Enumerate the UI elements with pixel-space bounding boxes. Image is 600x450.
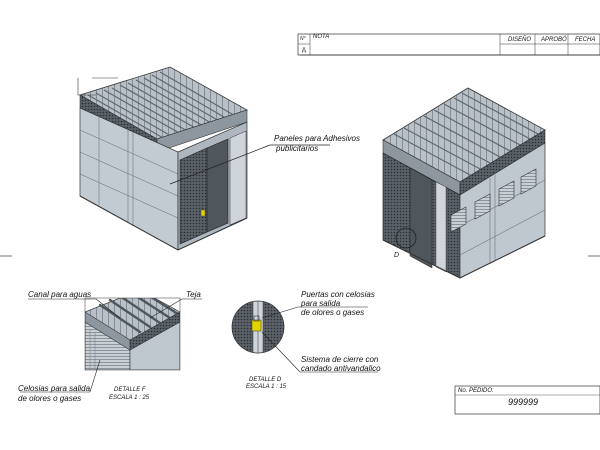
callout-paneles-leader — [169, 144, 330, 185]
detalle-f-caption: DETALLE F — [114, 387, 146, 393]
puertas-callout: Puertas con celosias — [301, 290, 375, 299]
puertas-callout-line2: para salida — [301, 299, 341, 308]
detail-d-view — [231, 300, 378, 373]
booth-right-view — [382, 87, 546, 279]
nota-label: NOTA — [313, 34, 330, 40]
title-block — [297, 33, 600, 56]
puertas-callout-line3: de olores o gases — [301, 308, 365, 317]
escala-f-caption: ESCALA 1 : 25 — [109, 395, 150, 401]
booth-left-view — [77, 66, 248, 251]
paneles-callout-line2: publicitarios — [276, 144, 319, 153]
pedido-value: 999999 — [508, 397, 539, 407]
celosias-callout-line2: de olores o gases — [18, 394, 82, 403]
number-label: N° — [300, 36, 306, 42]
pedido-label: No. PEDIDO: — [458, 388, 494, 394]
paneles-callout: Paneles para Adhesivos — [274, 134, 360, 143]
teja-callout: Teja — [186, 290, 201, 299]
fecha-label: FECHA — [575, 37, 596, 43]
detail-d-marker-circle — [395, 227, 417, 249]
canal-callout: Canal para aguas — [28, 290, 92, 299]
detalle-d-caption: DETALLE D — [249, 377, 282, 383]
sistema-callout: Sistema de cierre con — [301, 355, 379, 364]
celosias-callout: Celosias para salida — [18, 384, 91, 393]
aprobo-label: APROBÓ — [541, 37, 567, 43]
sistema-callout-line2: candado antivandalico — [301, 364, 381, 373]
warning-triangle-icon — [301, 46, 307, 54]
diseno-label: DISEÑO — [508, 37, 532, 43]
detail-f-view — [20, 297, 202, 393]
order-block — [454, 385, 600, 415]
detail-d-marker: D — [394, 252, 400, 259]
escala-d-caption: ESCALA 1 : 15 — [246, 384, 287, 390]
